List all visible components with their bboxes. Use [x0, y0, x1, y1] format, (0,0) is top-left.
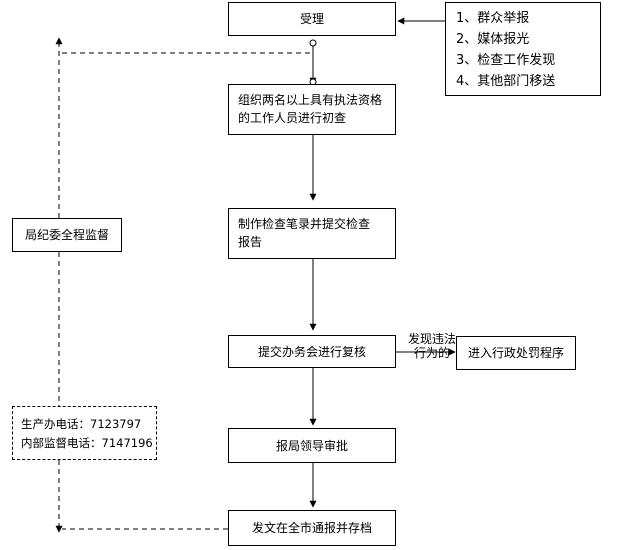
initial-check-line-1: 组织两名以上具有执法资格: [238, 93, 383, 107]
source-item-4: 4、其他部门移送: [456, 74, 556, 89]
node-record: 制作检查笔录并提交检查 报告: [228, 208, 396, 259]
phone-internal-supervision: 内部监督电话：7147196: [21, 436, 153, 450]
node-initial-check: 组织两名以上具有执法资格 的工作人员进行初查: [228, 84, 396, 135]
source-item-1: 1、群众举报: [456, 11, 530, 26]
record-line-1: 制作检查笔录并提交检查: [238, 217, 371, 231]
node-phones: 生产办电话：7123797 内部监督电话：7147196: [12, 406, 157, 460]
edge-label-line-2: 行为的: [413, 346, 450, 360]
source-item-2: 2、媒体报光: [456, 32, 530, 47]
node-accept: 受理: [228, 2, 396, 36]
node-accept-label: 受理: [299, 12, 324, 26]
connector-dot-top: [309, 39, 317, 47]
node-review-label: 提交办务会进行复核: [257, 344, 366, 359]
record-line-2: 报告: [238, 235, 263, 249]
node-leader: 报局领导审批: [228, 428, 396, 463]
node-review: 提交办务会进行复核: [228, 335, 396, 368]
node-publish-label: 发文在全市通报并存档: [251, 521, 372, 535]
node-leader-label: 报局领导审批: [275, 438, 348, 453]
node-publish: 发文在全市通报并存档: [228, 510, 396, 546]
node-supervise: 局纪委全程监督: [12, 218, 122, 252]
edge-label-violation: 发现违法 行为的: [404, 332, 460, 360]
node-penalty-label: 进入行政处罚程序: [467, 346, 564, 360]
initial-check-line-2: 的工作人员进行初查: [238, 111, 347, 125]
edge-label-line-1: 发现违法: [407, 332, 456, 346]
phone-production-office: 生产办电话：7123797: [21, 417, 142, 431]
node-supervise-label: 局纪委全程监督: [24, 228, 109, 242]
node-penalty: 进入行政处罚程序: [456, 336, 576, 370]
node-sources: 1、群众举报 2、媒体报光 3、检查工作发现 4、其他部门移送: [445, 2, 601, 96]
source-item-3: 3、检查工作发现: [456, 53, 556, 68]
